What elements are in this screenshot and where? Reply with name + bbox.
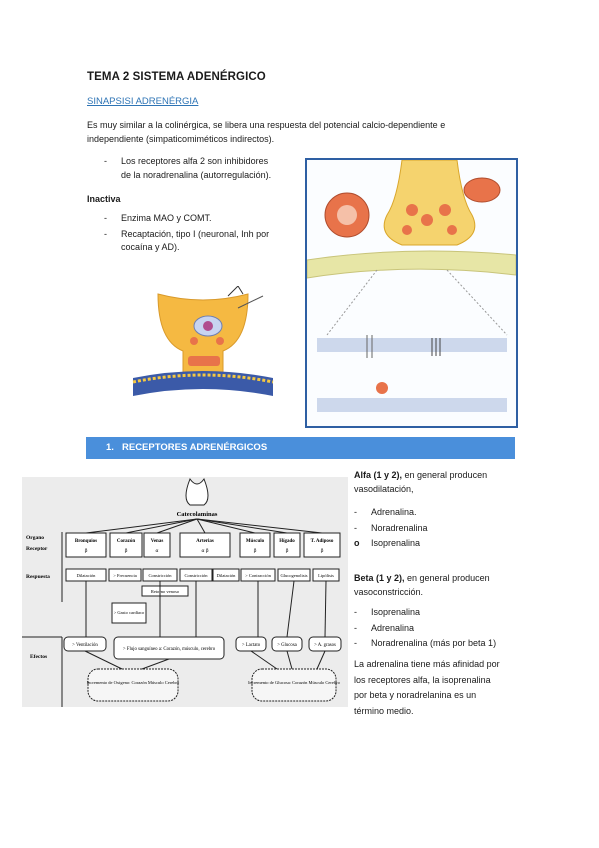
- catecholamines-label: Catecolaminas: [177, 511, 218, 518]
- beta-rest: en general producen: [404, 573, 490, 583]
- list-item: - Los receptores alfa 2 son inhibidores …: [104, 155, 304, 182]
- intro-paragraph: Es muy similar a la colinérgica, se libe…: [87, 118, 507, 146]
- ventilation-text: > Ventilación: [72, 643, 98, 648]
- blood-flow-text: > Flujo sanguíneo a: Corazón, músculo, c…: [123, 647, 216, 652]
- fatty-acids-text: > A. grasos: [314, 643, 336, 648]
- beta-paragraph: Beta (1 y 2), en general producen vasoco…: [354, 571, 524, 599]
- alfa-head: Alfa (1 y 2),: [354, 470, 403, 480]
- list-item-text: Los receptores alfa 2 son inhibidores: [121, 156, 269, 166]
- organ-name: Corazón: [117, 539, 136, 544]
- inactiva-heading: Inactiva: [87, 194, 121, 204]
- list-item: -Enzima MAO y COMT.: [104, 213, 212, 223]
- beta-line: vasoconstricción.: [354, 587, 424, 597]
- section-heading-bar: 1. RECEPTORES ADRENÉRGICOS: [86, 437, 515, 459]
- list-item: -Noradrenalina (más por beta 1): [354, 638, 497, 648]
- cardiac-output-text: > Gasto cardíaco: [114, 610, 145, 615]
- alfa-paragraph: Alfa (1 y 2), en general producen vasodi…: [354, 468, 524, 496]
- list-item-text: Isoprenalina: [371, 538, 421, 548]
- affinity-line: por beta y noradrelanina es un: [354, 690, 477, 700]
- alfa-line: vasodilatación,: [354, 484, 414, 494]
- response-text: > Frecuencia: [113, 573, 136, 578]
- adrenergic-receptor-flowchart: Catecolaminas Organo Receptor Respuesta …: [22, 477, 348, 707]
- adrenergic-synapse-figure: [305, 158, 542, 428]
- alfa-rest: en general producen: [402, 470, 488, 480]
- organ-name: T. Adiposo: [311, 539, 334, 544]
- page-title: TEMA 2 SISTEMA ADENÉRGICO: [87, 71, 266, 83]
- organ-label: Organo: [26, 535, 44, 541]
- affinity-line: los receptores alfa, la isoprenalina: [354, 674, 491, 685]
- list-item: - Recaptación, tipo I (neuronal, Inh por…: [104, 228, 304, 255]
- organ-name: Músculo: [246, 539, 265, 544]
- response-text: Constricción: [149, 573, 173, 578]
- list-item-text: Noradrenalina: [371, 522, 428, 533]
- synapse-diagram: [306, 159, 542, 412]
- alpha2-list: - Los receptores alfa 2 son inhibidores …: [104, 155, 304, 184]
- response-label: Respuesta: [26, 574, 50, 580]
- response-text: Lipólisis: [318, 573, 334, 578]
- organ-name: Hígado: [279, 539, 295, 544]
- flowchart-svg: Catecolaminas Organo Receptor Respuesta …: [22, 477, 342, 707]
- list-item-text: Noradrenalina (más por beta 1): [371, 638, 497, 648]
- intro-line: independiente (simpaticomiméticos indire…: [87, 134, 275, 144]
- section-subtitle: SINAPSISI ADRENÉRGIA: [87, 96, 199, 107]
- list-item: -Adrenalina.: [354, 507, 417, 517]
- receptor-type: α: [156, 548, 159, 554]
- receptor-type: β: [254, 548, 257, 554]
- beta-head: Beta (1 y 2),: [354, 573, 405, 583]
- affinity-line: La adrenalina tiene más afinidad por: [354, 659, 500, 669]
- glucose-increase-text: Incremento de Glucosa: Corazón Músculo C…: [248, 680, 341, 685]
- list-item: -Isoprenalina: [354, 607, 421, 617]
- inactiva-list: -Enzima MAO y COMT. - Recaptación, tipo …: [104, 212, 304, 257]
- lactate-text: > Lactato: [242, 643, 261, 648]
- affinity-paragraph: La adrenalina tiene más afinidad por los…: [354, 657, 529, 719]
- beta-line: Beta (1 y 2), en general producen: [354, 571, 524, 585]
- list-item-text: cocaína y AD).: [121, 242, 180, 252]
- oxygen-increase-text: Incremento de Oxigeno: Corazón Músculo C…: [87, 680, 180, 685]
- venous-return-text: Retorno venoso: [151, 589, 180, 594]
- alfa-line: Alfa (1 y 2), en general producen: [354, 468, 524, 482]
- list-item-text: Adrenalina: [371, 622, 415, 633]
- response-text: Constricción: [185, 573, 209, 578]
- beta-list: -Isoprenalina -Adrenalina -Noradrenalina…: [354, 606, 534, 653]
- receptor-type: β: [85, 548, 88, 554]
- response-text: > Contracción: [245, 573, 271, 578]
- response-text: Dilatación: [77, 573, 96, 578]
- glucose-text: > Glucosa: [277, 643, 297, 648]
- section-title: RECEPTORES ADRENÉRGICOS: [122, 442, 268, 453]
- organ-name: Arterias: [196, 539, 214, 544]
- receptor-type: β: [286, 548, 289, 554]
- organ-name: Venas: [151, 539, 164, 544]
- list-item-text: Recaptación, tipo I (neuronal, Inh por: [121, 228, 270, 239]
- list-item-text: Adrenalina.: [371, 507, 417, 517]
- receptor-type: α β: [201, 548, 208, 554]
- receptor-type: β: [321, 548, 324, 554]
- effects-label: Efectos: [30, 654, 47, 660]
- small-synapse-illustration: [132, 286, 274, 396]
- list-item-text: de la noradrenalina (autorregulación).: [121, 169, 272, 180]
- intro-line: Es muy similar a la colinérgica, se libe…: [87, 120, 446, 130]
- list-item: -Adrenalina: [354, 622, 415, 633]
- response-text: Glucogenolisis: [281, 573, 308, 578]
- section-number: 1.: [106, 442, 114, 453]
- organ-name: Bronquios: [75, 539, 97, 544]
- receptor-label: Receptor: [26, 546, 48, 552]
- response-text: Dilatación: [217, 573, 236, 578]
- list-item-text: Enzima MAO y COMT.: [121, 213, 212, 223]
- affinity-line: término medio.: [354, 705, 414, 716]
- list-item-text: Isoprenalina: [371, 607, 421, 617]
- receptor-type: β: [125, 548, 128, 554]
- list-item: -Noradrenalina: [354, 522, 428, 533]
